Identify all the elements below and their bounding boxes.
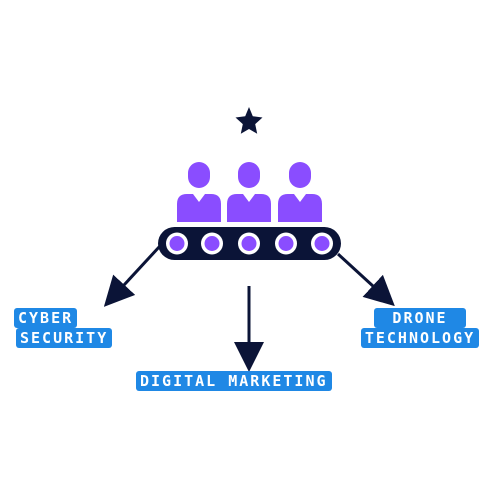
conveyor-belt-icon [158,227,341,260]
star-icon [235,107,263,134]
drone-technology-label: DRONE TECHNOLOGY [344,308,496,348]
arrow-to-cyber-security [103,244,162,307]
cyber-security-label-line-2: SECURITY [16,328,113,348]
cyber-security-label: CYBER SECURITY [14,308,113,348]
drone-technology-label-line-2: TECHNOLOGY [360,328,480,348]
person-icon [177,162,221,222]
digital-marketing-label-text: DIGITAL MARKETING [136,371,332,391]
team-icon [177,162,322,222]
drone-technology-label-line-1: DRONE [374,308,466,328]
arrow-to-drone-technology [336,252,395,307]
cyber-security-label-line-1: CYBER [14,308,78,328]
digital-marketing-label: DIGITAL MARKETING [136,371,332,391]
person-icon [227,162,271,222]
person-icon [278,162,322,222]
